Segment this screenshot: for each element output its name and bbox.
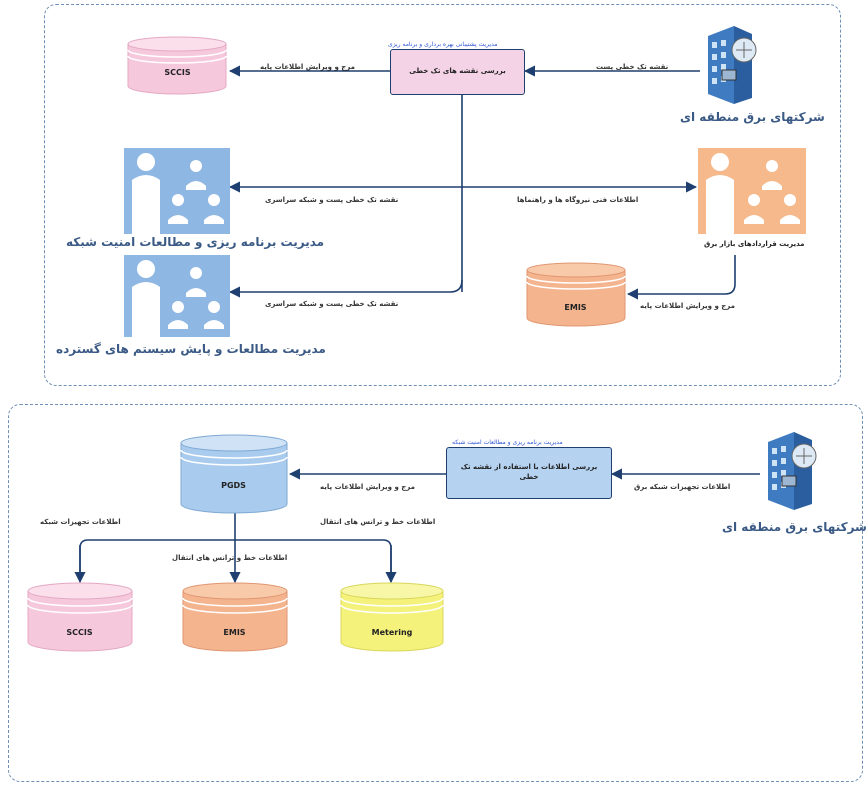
db-sccis-bottom-label: SCCIS: [66, 628, 93, 637]
building-icon: [768, 432, 817, 510]
edge-market-to-emis: [626, 255, 736, 300]
edge-label-process-to-pgds: مرج و ویرایش اطلاعات پایه: [320, 483, 415, 491]
studies-label: مدیریت مطالعات و پایش سیستم های گسترده: [56, 342, 326, 356]
process-top-box[interactable]: بررسی نقشه های تک خطی: [390, 49, 525, 95]
market-label: مدیریت قراردادهای بازار برق: [704, 240, 805, 248]
db-emis-bottom: [182, 582, 288, 652]
db-sccis-top: [127, 36, 227, 95]
edge-label-to-planning: نقشه تک خطی پست و شبکه سراسری: [265, 196, 399, 204]
process-top-label: بررسی نقشه های تک خطی: [409, 67, 506, 76]
db-emis-bottom-label: EMIS: [223, 628, 246, 637]
db-emis-top-label: EMIS: [564, 303, 587, 312]
planning-label: مدیریت برنامه ریزی و مطالعات امنیت شبکه: [66, 235, 325, 249]
edge-label-regional-to-process: نقشه تک خطی پست: [596, 63, 669, 71]
top-panel: [44, 4, 841, 386]
process-bottom-label: بررسی اطلاعات با استفاده از نقشه تک خطی: [460, 463, 598, 481]
process-bottom-title: مدیریت برنامه ریزی و مطالعات امنیت شبکه: [452, 439, 563, 446]
db-metering: [340, 582, 444, 652]
regional-companies-top-label: شرکتهای برق منطقه ای: [680, 110, 825, 124]
org-icon-studies: [124, 255, 230, 337]
org-icon-market: [698, 148, 806, 234]
db-metering-label: Metering: [371, 628, 413, 637]
db-sccis-top-label: SCCIS: [164, 68, 191, 77]
process-bottom-box[interactable]: بررسی اطلاعات با استفاده از نقشه تک خطی: [446, 447, 612, 499]
db-sccis-bottom: [27, 582, 133, 652]
edge-label-to-sccis: اطلاعات تجهیزات شبکه: [40, 518, 121, 526]
edge-label-plant-info: اطلاعات فنی نیروگاه ها و راهنماها: [517, 196, 639, 204]
edge-label-to-metering: اطلاعات خط و ترانس های انتقال: [320, 518, 436, 526]
process-top-title: مدیریت پشتیبانی بهره برداری و برنامه ریز…: [388, 41, 498, 48]
db-emis-top: [526, 262, 626, 327]
db-pgds: [180, 434, 288, 514]
db-pgds-label: PGDS: [221, 481, 246, 490]
org-icon-planning: [124, 148, 230, 234]
edge-label-to-studies: نقشه تک خطی پست و شبکه سراسری: [265, 300, 399, 308]
bottom-panel: [8, 404, 863, 782]
building-icon: [708, 26, 757, 104]
edge-to-studies: [228, 279, 463, 298]
edge-label-market-to-emis: مرج و ویرایش اطلاعات پایه: [640, 302, 735, 310]
edge-label-regional-to-process-2: اطلاعات تجهیزات شبکه برق: [634, 483, 731, 491]
regional-companies-bottom-label: شرکتهای برق منطقه ای: [722, 520, 867, 534]
edge-label-to-emis: اطلاعات خط و ترانس های انتقال: [172, 554, 288, 562]
edge-label-process-to-sccis: مرج و ویرایش اطلاعات پایه: [260, 63, 355, 71]
